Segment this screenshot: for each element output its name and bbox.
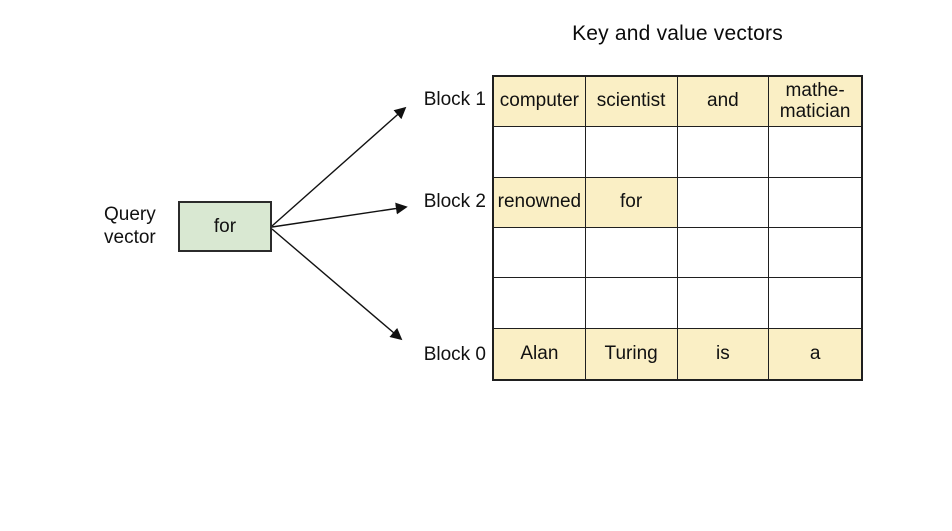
- table-cell-r0-c0: computer: [494, 77, 586, 128]
- table-cell-r1-c3: [769, 127, 861, 178]
- table-cell-r0-c3: mathe- matician: [769, 77, 861, 128]
- table-cell-r3-c1: [585, 227, 678, 279]
- table-cell-r0-c2: and: [677, 77, 770, 128]
- table-cell-r4-c2: [677, 278, 770, 329]
- table-cell-r3-c3: [769, 228, 861, 279]
- table-cell-r4-c3: [769, 278, 861, 329]
- table-cell-r2-c0: renowned: [494, 177, 586, 228]
- table-cell-r5-c1: Turing: [585, 328, 678, 379]
- table-cell-r5-c3: a: [769, 328, 861, 379]
- block-2-label: Block 2: [423, 191, 486, 212]
- table-cell-r2-c2: [677, 177, 770, 228]
- table-cell-r5-c0: Alan: [494, 328, 586, 379]
- table-cell-r4-c0: [494, 278, 586, 329]
- query-vector-box: for: [178, 201, 272, 252]
- query-vector-label: Query vector: [104, 204, 156, 248]
- table-cell-r1-c2: [677, 127, 770, 178]
- table-cell-r1-c0: [494, 127, 586, 178]
- table-cell-r5-c2: is: [677, 328, 770, 379]
- table-cell-r2-c3: [769, 178, 861, 228]
- diagram-title: Key and value vectors: [572, 22, 783, 45]
- block-1-label: Block 1: [423, 89, 486, 110]
- table-cell-r1-c1: [585, 127, 678, 178]
- table-cell-r4-c1: [585, 278, 678, 329]
- table-cell-r2-c1: for: [585, 177, 678, 228]
- arrow-to-block-0: [271, 228, 403, 341]
- table-cell-r3-c2: [677, 227, 770, 279]
- table-cell-r3-c0: [494, 227, 586, 279]
- table-cell-r0-c1: scientist: [585, 77, 678, 128]
- block-0-label: Block 0: [423, 344, 486, 365]
